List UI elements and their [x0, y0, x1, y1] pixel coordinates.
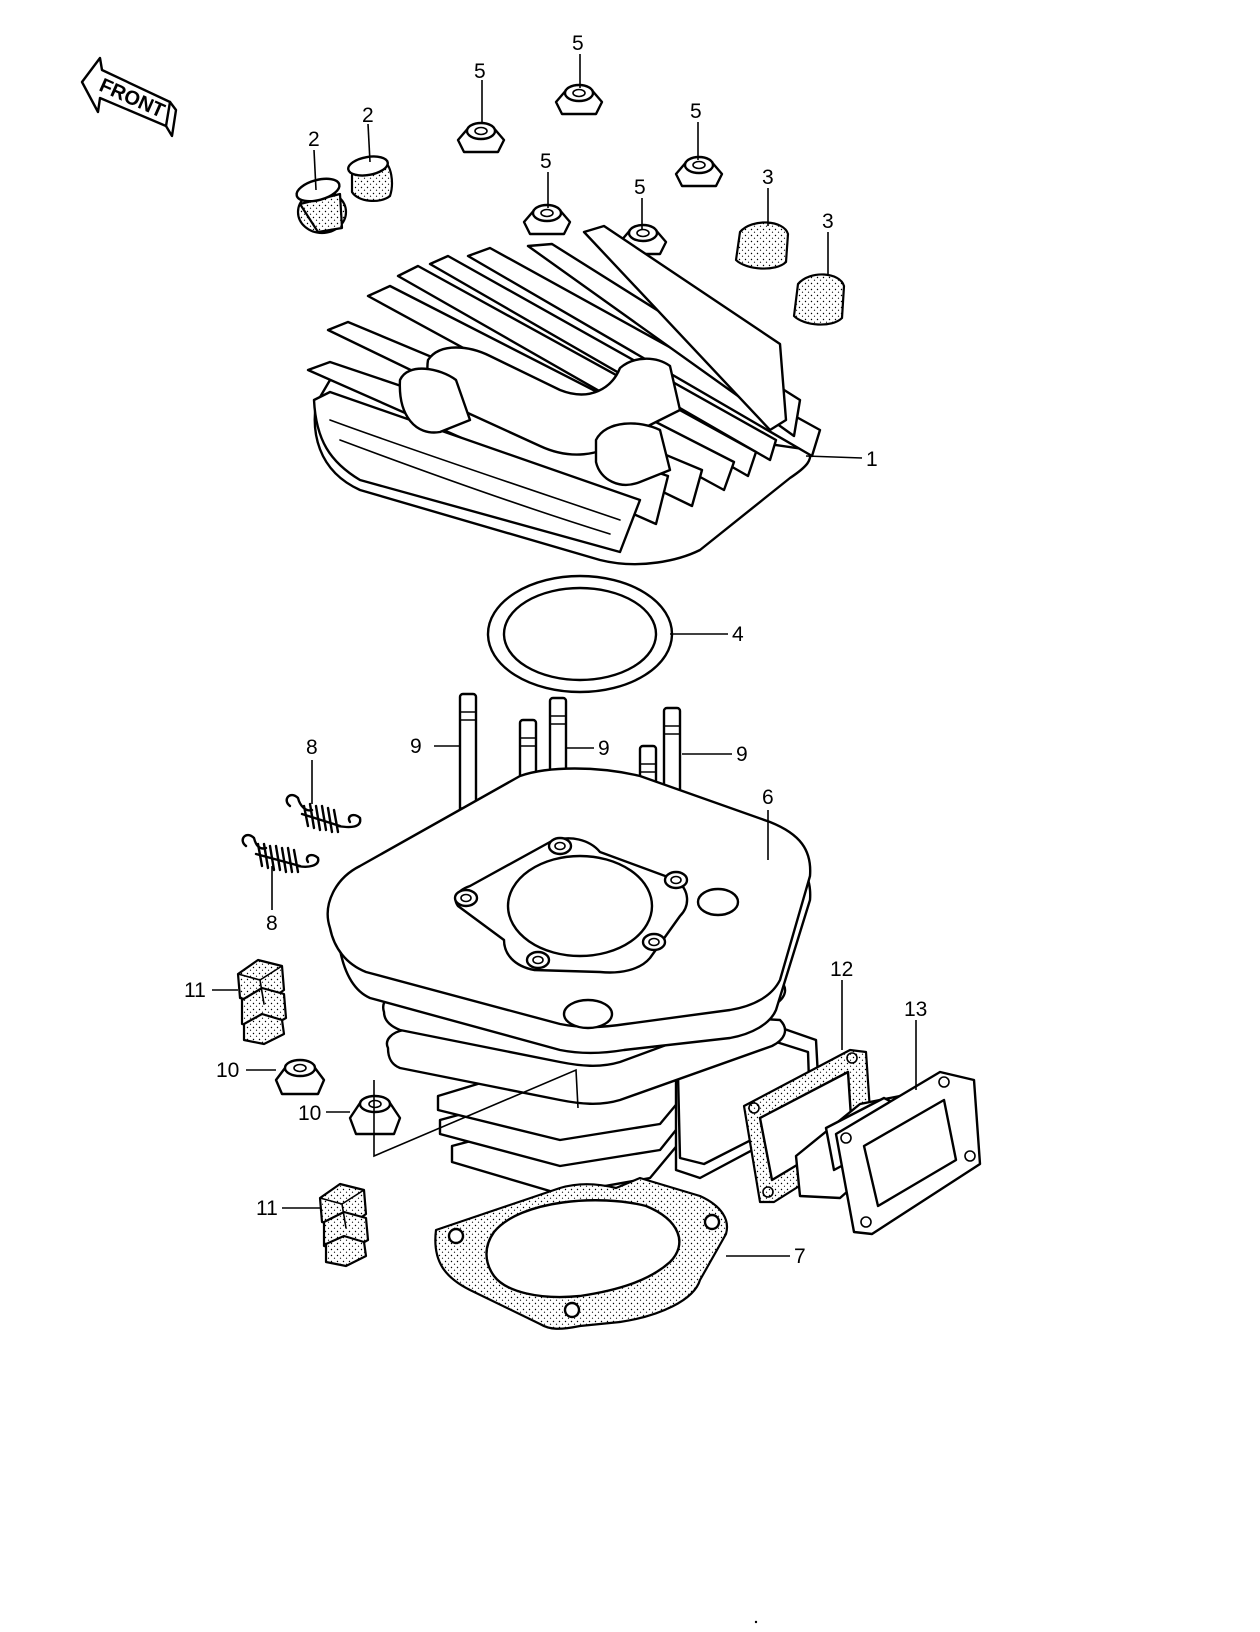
- nut-part-5: [522, 203, 572, 236]
- callout-part-10: 10: [298, 1102, 321, 1125]
- cap-part-2-right: [347, 155, 393, 202]
- callout-part-12: 12: [830, 958, 853, 981]
- callout-part-10: 10: [216, 1059, 239, 1082]
- leader-lines: [212, 54, 917, 1257]
- callout-part-8: 8: [266, 912, 278, 935]
- callout-part-6: 6: [762, 786, 774, 809]
- reed-valve-part-13: [794, 1070, 982, 1236]
- nut-part-5: [554, 83, 604, 116]
- callout-part-9: 9: [598, 737, 610, 760]
- callout-part-8: 8: [306, 736, 318, 759]
- callout-part-3: 3: [822, 210, 834, 233]
- mount-part-11-upper: [236, 958, 288, 1046]
- callout-part-5: 5: [474, 60, 486, 83]
- callout-part-2: 2: [362, 104, 374, 127]
- callout-part-5: 5: [634, 176, 646, 199]
- callout-part-1: 1: [866, 448, 878, 471]
- spring-part-8-lower: [241, 833, 320, 874]
- head-gasket-part-4: [486, 574, 674, 694]
- plug-cap-part-3-lower: [792, 273, 846, 326]
- cylinder-part-6: [326, 767, 822, 1196]
- callout-part-4: 4: [732, 623, 744, 646]
- nut-part-10-lower: [348, 1094, 402, 1136]
- callout-part-9: 9: [410, 735, 422, 758]
- callout-part-13: 13: [904, 998, 927, 1021]
- callout-part-7: 7: [794, 1245, 806, 1268]
- nut-part-5: [456, 121, 506, 154]
- stray-dot: [754, 1620, 758, 1624]
- callout-part-5: 5: [540, 150, 552, 173]
- callout-labels: 1 2 2 3 3 4 5 5 5 5 5 5 6 7 8 8 9 9 9 10…: [184, 32, 927, 1268]
- mount-part-11-lower: [318, 1182, 370, 1268]
- callout-part-11: 11: [256, 1197, 278, 1220]
- nut-part-10-upper: [274, 1058, 326, 1096]
- callout-part-9: 9: [736, 743, 748, 766]
- base-gasket-part-7: [434, 1176, 729, 1330]
- callout-part-5: 5: [690, 100, 702, 123]
- front-label: FRONT: [96, 74, 168, 122]
- nut-part-5: [674, 155, 724, 188]
- cylinder-head-part-1: [306, 224, 822, 566]
- cap-part-2-left: [295, 177, 348, 235]
- callout-part-5: 5: [572, 32, 584, 55]
- front-arrow-icon: FRONT: [80, 56, 178, 138]
- callout-part-3: 3: [762, 166, 774, 189]
- plug-cap-part-3-upper: [734, 221, 790, 270]
- spring-part-8-upper: [285, 793, 362, 834]
- callout-part-2: 2: [308, 128, 320, 151]
- callout-part-11: 11: [184, 979, 206, 1002]
